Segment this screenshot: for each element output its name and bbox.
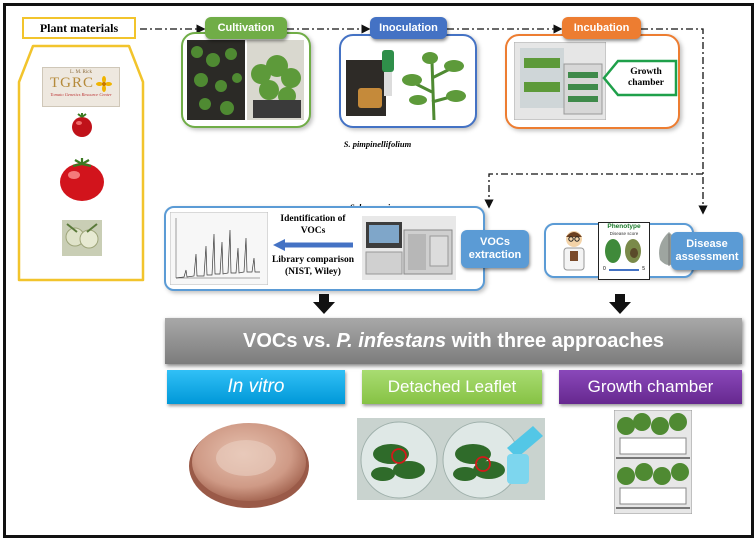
petri-dish-image xyxy=(189,423,309,508)
leaf-phenotype-image xyxy=(605,239,641,263)
chromatogram-image xyxy=(170,212,268,285)
banner-pre: VOCs vs. xyxy=(243,329,337,352)
tgrc-logo: L. M. Rick TGRC Tomato Genetics Resource… xyxy=(42,67,120,107)
score-scale: 0 5 xyxy=(603,266,645,276)
scale-low: 0 xyxy=(603,266,606,272)
disease-assessment-tag: Disease assessment xyxy=(671,232,743,270)
growth-chamber-image xyxy=(614,410,692,514)
figure-frame xyxy=(3,3,754,538)
disease-assessment-label: Disease assessment xyxy=(675,238,739,263)
library-comparison-text: Library comparison (NIST, Wiley) xyxy=(271,255,355,277)
growth-chamber-callout xyxy=(602,59,678,97)
plant-materials-label: Plant materials xyxy=(22,17,136,39)
disease-score-label: Disease score xyxy=(609,231,639,236)
tgrc-logo-sub: Tomato Genetics Resource Center xyxy=(50,92,112,97)
approaches-banner: VOCs vs. P. infestans with three approac… xyxy=(165,318,742,364)
banner-post: with three approaches xyxy=(446,329,664,352)
habrochaites-fruit-image xyxy=(62,220,102,256)
approach-detached-leaflet: Detached Leaflet xyxy=(362,370,542,404)
tgrc-flower-icon xyxy=(96,75,112,92)
detached-leaflet-image xyxy=(357,418,545,500)
gcms-instrument-image xyxy=(362,216,456,280)
cultivation-tag: Cultivation xyxy=(205,17,287,39)
tgrc-logo-top: L. M. Rick xyxy=(70,70,92,75)
inoculation-tag: Inoculation xyxy=(370,17,447,39)
approach-in-vitro: In vitro xyxy=(167,370,345,404)
approach-growth-chamber: Growth chamber xyxy=(559,370,742,404)
species-label-1: S. pimpinellifolium xyxy=(343,139,412,149)
inoculation-label: Inoculation xyxy=(379,22,438,34)
vocs-extraction-tag: VOCs extraction xyxy=(461,230,529,268)
approach-in-vitro-label: In vitro xyxy=(227,376,285,397)
banner-text: VOCs vs. P. infestans with three approac… xyxy=(243,330,664,353)
incubation-tag: Incubation xyxy=(562,17,641,39)
down-arrow-right-icon xyxy=(609,294,631,314)
cultivation-photo xyxy=(187,40,304,120)
banner-species: P. infestans xyxy=(336,329,447,352)
scale-high: 5 xyxy=(642,266,645,272)
pimpinellifolium-fruit-image xyxy=(72,113,92,137)
left-arrow-icon xyxy=(273,239,353,251)
identification-text: Identification of VOCs xyxy=(280,214,346,236)
lycopersicum-fruit-image xyxy=(60,158,104,201)
cultivation-label: Cultivation xyxy=(217,22,275,34)
phenotype-title: Phenotype xyxy=(607,223,641,230)
incubation-label: Incubation xyxy=(573,22,630,34)
growth-chamber-callout-label: Growth chamber xyxy=(628,67,664,88)
approach-growth-chamber-label: Growth chamber xyxy=(587,377,714,396)
vocs-extraction-label: VOCs extraction xyxy=(468,236,522,261)
line-incubation-to-disease xyxy=(641,28,708,215)
scientist-image xyxy=(563,231,585,271)
tgrc-logo-letters: TGRC xyxy=(49,75,94,91)
plant-materials-title: Plant materials xyxy=(39,20,119,35)
approach-detached-leaflet-label: Detached Leaflet xyxy=(387,377,517,396)
line-branch-to-vocs xyxy=(484,173,703,209)
down-arrow-left-icon xyxy=(313,294,335,314)
inoculation-photo xyxy=(346,50,466,121)
incubation-photo xyxy=(514,42,606,120)
